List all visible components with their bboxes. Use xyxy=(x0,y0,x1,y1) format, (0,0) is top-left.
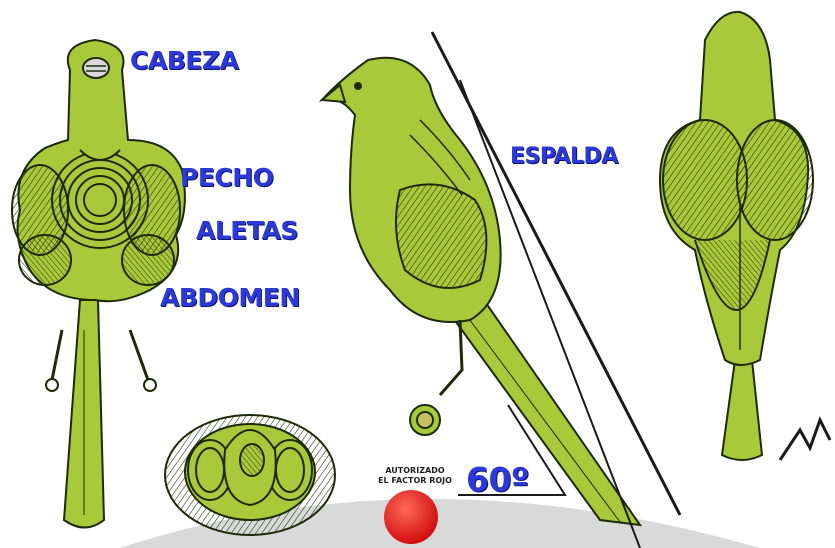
badge-line-2: EL FACTOR ROJO xyxy=(360,476,470,486)
back-view-bird xyxy=(660,12,830,460)
head-top-view xyxy=(165,415,335,535)
label-abdomen: ABDOMEN xyxy=(160,283,300,312)
label-angle: 60º xyxy=(466,460,529,499)
authorization-badge: AUTORIZADO EL FACTOR ROJO xyxy=(360,466,470,486)
badge-line-1: AUTORIZADO xyxy=(360,466,470,476)
label-chest: PECHO xyxy=(180,163,273,192)
label-wings: ALETAS xyxy=(196,216,298,245)
front-view-bird xyxy=(12,40,185,528)
red-factor-dot xyxy=(384,490,438,544)
label-head: CABEZA xyxy=(130,46,238,75)
label-back: ESPALDA xyxy=(510,144,618,169)
